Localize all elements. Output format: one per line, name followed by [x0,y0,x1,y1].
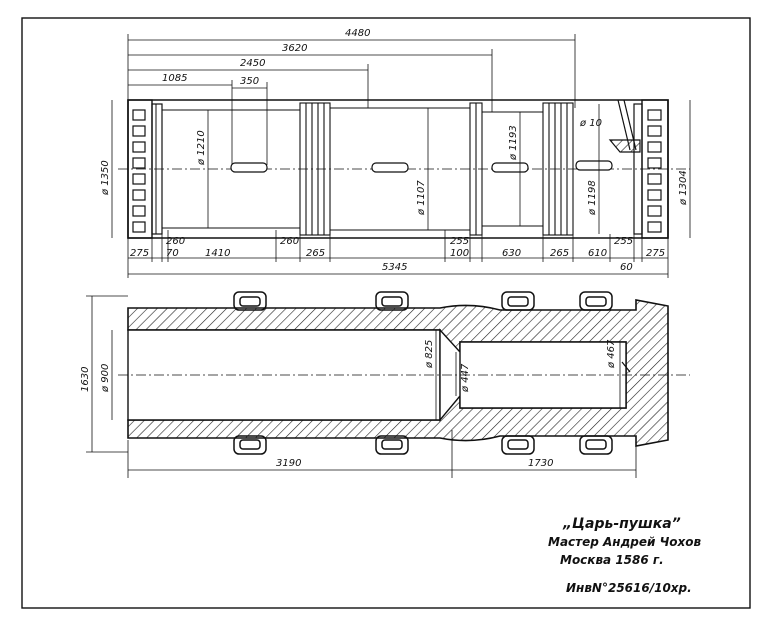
dim-1730: 1730 [528,458,553,469]
touch-hole [608,99,641,153]
dim-b-275a: 275 [130,248,149,259]
dim-b-70: 70 [166,248,179,259]
dim-350: 350 [240,76,259,87]
dim-b-255a: 255 [450,236,469,247]
breech-ornament-left [132,109,146,233]
dim-2450: 2450 [240,58,265,69]
dia-1210: ø 1210 [196,130,207,166]
section-handles-bottom [233,435,613,455]
dim-1085: 1085 [162,73,187,84]
reinforcing-bands [299,102,574,236]
dim-3620: 3620 [282,43,307,54]
dim-b-260b: 260 [280,236,299,247]
dia-10: ø 10 [579,118,602,129]
dim-447: ø 447 [460,363,471,393]
top-view [118,99,690,239]
dim-b-265b: 265 [550,248,569,259]
dim-overall-5345: 5345 [382,262,407,273]
dia-1193: ø 1193 [508,125,519,161]
dim-467: ø 467 [606,339,617,369]
dia-1350: ø 1350 [100,160,111,196]
dia-1198: ø 1198 [587,180,598,216]
sheet-frame [21,17,751,609]
dim-b-255b: 255 [614,236,633,247]
diameter-lines [111,100,691,238]
dim-3190: 3190 [276,458,301,469]
dim-825: ø 825 [424,340,435,369]
top-dimensions [127,34,576,165]
muzzle-ornament-right [647,109,662,233]
caption-inventory: ИнвN°25616/10хр. [566,581,692,595]
caption-title: „Царь-пушка” [562,516,681,532]
dim-4480: 4480 [345,28,370,39]
dim-b-265a: 265 [306,248,325,259]
dim-b-630: 630 [502,248,521,259]
dim-1630: 1630 [80,367,91,392]
dim-b-60: 60 [620,262,633,273]
dim-b-610: 610 [588,248,607,259]
section-dimensions [86,295,637,478]
dia-1304: ø 1304 [678,170,689,206]
dim-bore-900: ø 900 [100,364,111,393]
caption-master: Мастер Андрей Чохов [548,535,702,549]
dia-1107: ø 1107 [416,180,427,216]
dim-b-100: 100 [450,248,469,259]
title-block: „Царь-пушка” Мастер Андрей Чохов Москва … [548,516,702,595]
dim-b-260a: 260 [166,236,185,247]
section-handles-top [233,291,613,311]
section-view [118,291,690,455]
caption-place: Москва 1586 г. [560,553,664,567]
dim-b-275b: 275 [646,248,665,259]
lifting-slots [230,160,613,173]
bottom-dimensions [127,230,669,278]
dim-b-1410: 1410 [205,248,230,259]
